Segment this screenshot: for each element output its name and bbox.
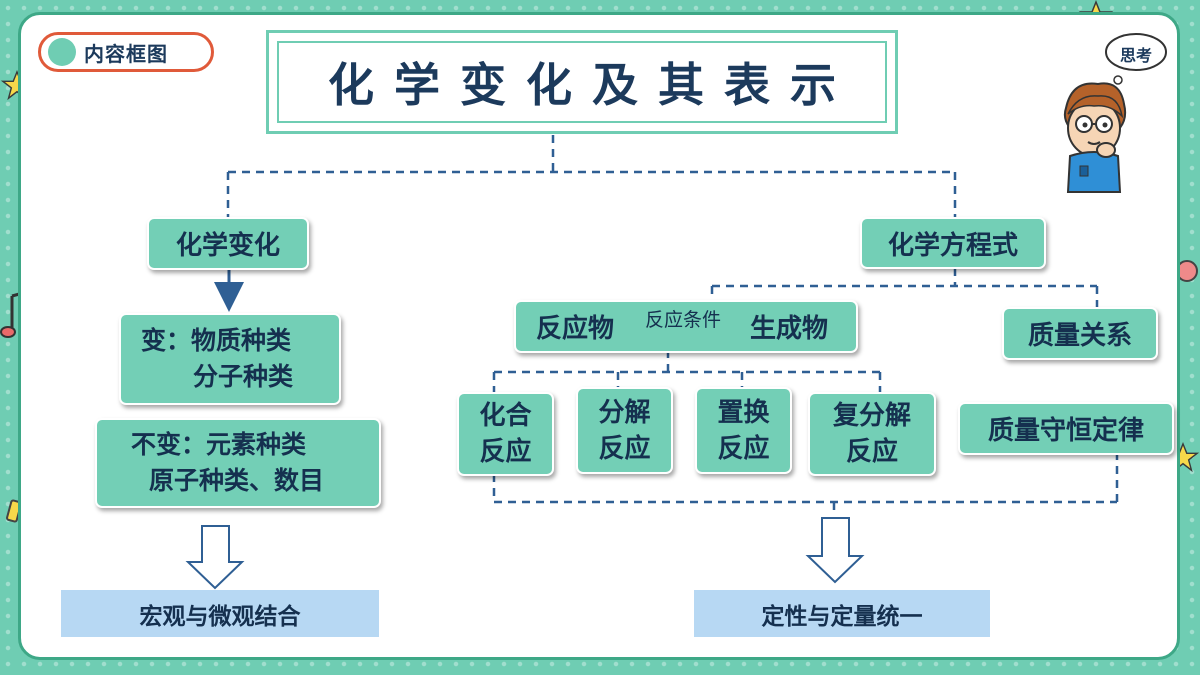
node-what-changes: 变：物质种类 分子种类: [119, 313, 341, 405]
section-badge: 内容框图: [38, 32, 214, 72]
banner-qualitative-quantitative: 定性与定量统一: [694, 590, 990, 637]
node-displacement-reaction: 置换 反应: [695, 387, 792, 474]
page-title: 化学变化及其表示: [266, 30, 898, 134]
unchanged-line-2: 原子种类、数目: [149, 466, 325, 495]
reaction-line-2: 反应: [598, 433, 651, 464]
reaction-line-1: 复分解: [832, 401, 911, 431]
thinking-boy-icon: [1063, 33, 1167, 193]
reaction-line-1: 化合: [479, 401, 532, 431]
badge-dot-icon: [48, 38, 76, 66]
node-decomposition-reaction: 分解 反应: [576, 387, 673, 474]
node-combination-reaction: 化合 反应: [457, 392, 554, 476]
page-title-text: 化学变化及其表示: [328, 58, 856, 112]
reaction-line-2: 反应: [717, 433, 770, 464]
reaction-line-1: 分解: [598, 397, 651, 428]
reaction-line-1: 置换: [717, 397, 770, 428]
node-double-decomposition-reaction: 复分解 反应: [808, 392, 936, 476]
unchanged-line-1: 不变：元素种类: [131, 430, 307, 459]
thinking-label: 思考: [1120, 46, 1153, 65]
changes-line-1: 变：物质种类: [141, 326, 292, 355]
reaction-line-2: 反应: [479, 437, 532, 467]
reaction-line-2: 反应: [845, 437, 898, 467]
node-equation-form: 反应物 生成物: [514, 300, 858, 353]
node-chemical-equation: 化学方程式: [860, 217, 1046, 269]
badge-label: 内容框图: [84, 41, 168, 66]
node-mass-relation: 质量关系: [1002, 307, 1158, 360]
node-chemical-change: 化学变化: [147, 217, 309, 270]
changes-line-2: 分子种类: [193, 362, 294, 391]
banner-macro-micro: 宏观与微观结合: [61, 590, 379, 637]
reactant-label: 反应物: [536, 314, 615, 344]
reaction-condition-label: 反应条件: [645, 309, 722, 331]
title-inner-frame: [277, 41, 887, 123]
product-label: 生成物: [750, 314, 829, 344]
node-conservation-of-mass: 质量守恒定律: [958, 402, 1174, 455]
node-what-unchanged: 不变：元素种类 原子种类、数目: [95, 418, 381, 508]
